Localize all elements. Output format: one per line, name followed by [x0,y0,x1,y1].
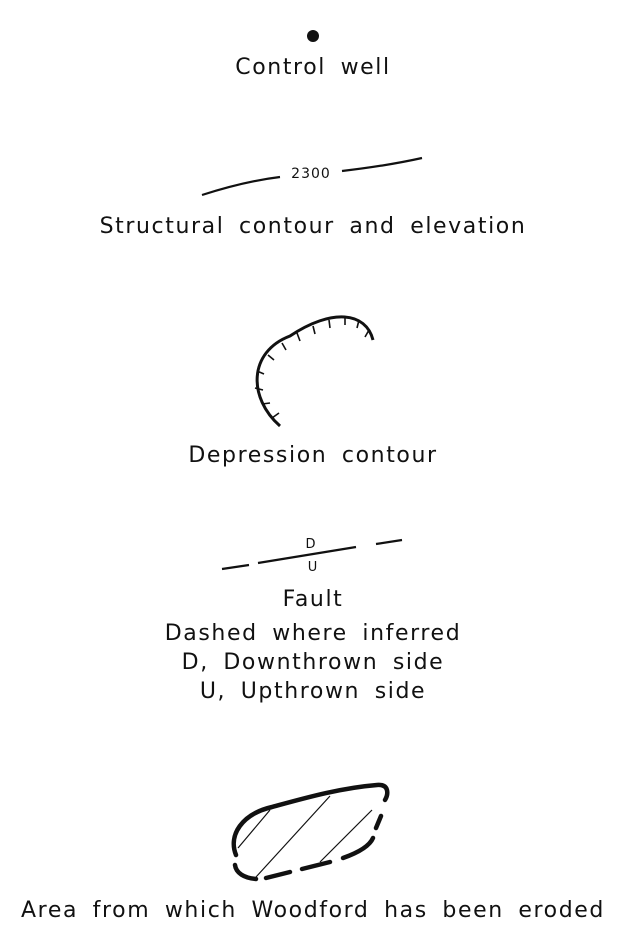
eroded-area-label: Area from which Woodford has been eroded [21,898,605,923]
fault-label: Fault [282,587,344,612]
control-well-symbol [307,30,319,42]
fault-upthrown-symbol: U [308,560,319,575]
structural-contour-elevation: 2300 [291,166,331,182]
legend-entry-eroded-area: Area from which Woodford has been eroded [0,770,626,930]
depression-contour-label: Depression contour [188,443,438,468]
fault-note-downthrown: D, Downthrown side [181,650,445,675]
legend-entry-fault: D U Fault Dashed where inferred D, Downt… [0,525,626,710]
legend-entry-structural-contour: 2300 Structural contour and elevation [0,150,626,250]
structural-contour-label: Structural contour and elevation [99,214,527,239]
eroded-area-symbol [231,782,390,882]
legend-entry-control-well: Control well [0,0,626,90]
fault-downthrown-symbol: D [305,537,316,552]
legend-entry-depression-contour: Depression contour [0,300,626,475]
fault-note-dashed: Dashed where inferred [164,621,462,646]
control-well-label: Control well [235,55,391,80]
fault-symbol: D U [221,537,403,575]
depression-contour-symbol [254,315,375,428]
fault-note-upthrown: U, Upthrown side [199,679,427,704]
structural-contour-symbol: 2300 [201,156,423,197]
